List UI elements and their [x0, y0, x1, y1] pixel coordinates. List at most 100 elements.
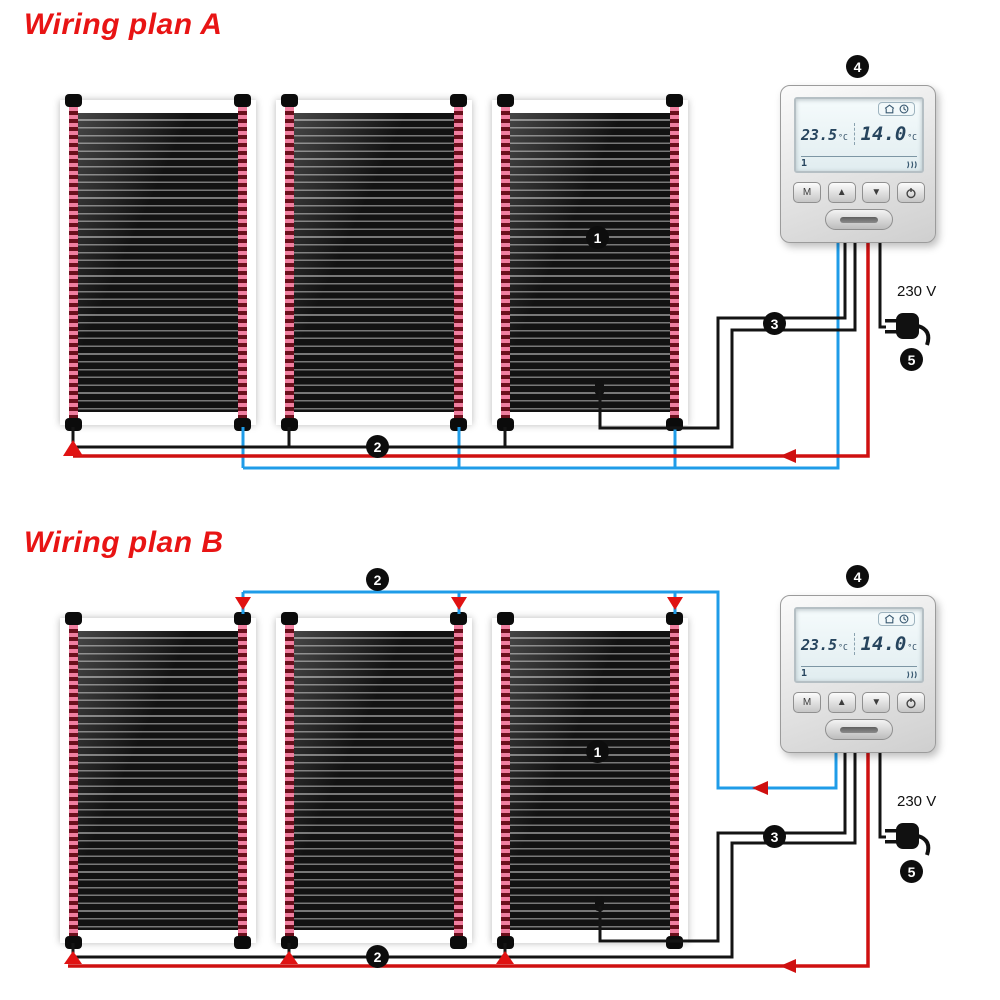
- plan-a-title: Wiring plan A: [24, 8, 223, 41]
- lcd-status-row: 1: [801, 666, 917, 679]
- plug-icon: [885, 823, 931, 856]
- home-icon: [884, 614, 895, 624]
- copper-busbar-icon: [454, 103, 463, 422]
- thermostat-screen: 23.5°C 14.0°C 1: [794, 607, 924, 683]
- connector-clamp: [497, 418, 514, 431]
- wire-arrow-icon: [496, 951, 514, 964]
- heating-film-surface: [293, 113, 455, 412]
- callout-heating-film: 1: [586, 226, 609, 249]
- cover-handle-button: [825, 209, 893, 230]
- heating-film-surface: [509, 113, 671, 412]
- clock-icon: [899, 614, 909, 624]
- heating-film-panel: [276, 94, 472, 431]
- wire-arrow-icon: [451, 597, 467, 610]
- wire-arrow-icon: [64, 951, 82, 964]
- heating-film-panel: [276, 612, 472, 949]
- copper-busbar-icon: [454, 621, 463, 940]
- heating-film-panel: [492, 94, 688, 431]
- home-icon: [884, 104, 895, 114]
- copper-busbar-icon: [69, 621, 78, 940]
- current-temperature: 23.5°C: [801, 126, 848, 144]
- heating-film-surface: [509, 631, 671, 930]
- down-button: ▼: [862, 182, 891, 203]
- lcd-mode-box: [878, 612, 915, 626]
- copper-busbar-icon: [238, 621, 247, 940]
- menu-button: M: [793, 182, 821, 203]
- voltage-label: 230 V: [897, 283, 937, 300]
- callout-floor-sensor: 3: [763, 312, 786, 335]
- connector-clamp: [281, 94, 298, 107]
- wire-arrow-icon: [63, 440, 83, 456]
- copper-busbar-icon: [501, 621, 510, 940]
- connector-clamp: [450, 936, 467, 949]
- connector-clamp: [666, 418, 683, 431]
- power-icon: [906, 697, 916, 708]
- copper-busbar-icon: [501, 103, 510, 422]
- wire-arrow-icon: [235, 597, 251, 610]
- connector-clamp: [234, 94, 251, 107]
- voltage-label: 230 V: [897, 793, 937, 810]
- menu-button: M: [793, 692, 821, 713]
- connector-clamp: [450, 418, 467, 431]
- lcd-temperatures: 23.5°C 14.0°C: [801, 123, 917, 145]
- connector-clamp: [450, 612, 467, 625]
- connector-clamp: [450, 94, 467, 107]
- lcd-status-row: 1: [801, 156, 917, 169]
- thermostat-buttons: M ▲ ▼: [793, 692, 925, 713]
- wire-arrow-icon: [667, 597, 683, 610]
- connector-clamp: [65, 936, 82, 949]
- heating-active-icon: [906, 671, 917, 679]
- connector-clamp: [65, 612, 82, 625]
- program-number: 1: [801, 668, 808, 679]
- up-button: ▲: [827, 182, 856, 203]
- power-button: [896, 692, 925, 713]
- connector-clamp: [65, 418, 82, 431]
- wiring-plan-b: Wiring plan B: [0, 510, 1000, 1000]
- connector-clamp: [281, 936, 298, 949]
- callout-connection-cable: 2: [366, 568, 389, 591]
- set-temperature: 14.0°C: [860, 123, 917, 145]
- lcd-divider: [853, 123, 855, 145]
- connector-clamp: [666, 94, 683, 107]
- thermostat-screen: 23.5°C 14.0°C 1: [794, 97, 924, 173]
- power-button: [896, 182, 925, 203]
- lcd-temperatures: 23.5°C 14.0°C: [801, 633, 917, 655]
- set-temperature: 14.0°C: [860, 633, 917, 655]
- wiring-plan-a: Wiring plan A: [24, 8, 937, 470]
- clock-icon: [899, 104, 909, 114]
- callout-heating-film: 1: [586, 740, 609, 763]
- heating-film-surface: [293, 631, 455, 930]
- connector-clamp: [497, 94, 514, 107]
- connector-clamp: [234, 936, 251, 949]
- power-cord: [878, 753, 886, 839]
- wire-arrow-icon: [780, 449, 796, 463]
- connector-clamp: [234, 612, 251, 625]
- copper-busbar-icon: [670, 103, 679, 422]
- thermostat-buttons: M ▲ ▼: [793, 182, 925, 203]
- up-button: ▲: [827, 692, 856, 713]
- heating-film-surface: [77, 631, 239, 930]
- callout-connection-cable: 2: [366, 435, 389, 458]
- connector-clamp: [281, 418, 298, 431]
- lcd-mode-box: [878, 102, 915, 116]
- callout-floor-sensor: 3: [763, 825, 786, 848]
- callout-thermostat: 4: [846, 565, 869, 588]
- heating-film-panel: [60, 612, 256, 949]
- wire-arrow-icon: [280, 951, 298, 964]
- copper-busbar-icon: [285, 621, 294, 940]
- plug-icon: [885, 313, 931, 346]
- program-number: 1: [801, 158, 808, 169]
- callout-thermostat: 4: [846, 55, 869, 78]
- connector-clamp: [65, 94, 82, 107]
- cover-handle-button: [825, 719, 893, 740]
- connector-clamp: [666, 612, 683, 625]
- heating-film-panel: [60, 94, 256, 431]
- down-button: ▼: [862, 692, 891, 713]
- wire-arrow-icon: [752, 781, 768, 795]
- heating-film-panel: [492, 612, 688, 949]
- plan-b-title: Wiring plan B: [24, 526, 224, 559]
- power-cord: [878, 243, 886, 329]
- heating-active-icon: [906, 161, 917, 169]
- callout-connection-cable: 2: [366, 945, 389, 968]
- current-temperature: 23.5°C: [801, 636, 848, 654]
